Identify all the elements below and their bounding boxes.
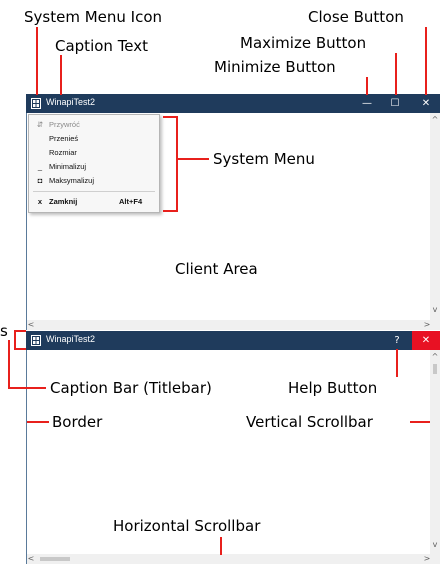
bottom-window-border: [26, 350, 27, 564]
menu-item-close[interactable]: x Zamknij Alt+F4: [29, 195, 159, 209]
caption-text: WinapiTest2: [46, 97, 96, 107]
scrollbar-thumb[interactable]: [433, 364, 437, 374]
label-maximize-button: Maximize Button: [240, 34, 367, 52]
leader-line-help-button: [396, 349, 398, 377]
leader-line-maximize-button: [395, 53, 397, 95]
restore-icon: ⇵: [36, 120, 44, 129]
menu-item-label: Przenieś: [49, 134, 79, 143]
menu-item-move[interactable]: Przenieś: [29, 132, 159, 146]
leader-line-close-button: [425, 27, 427, 95]
system-menu-icon[interactable]: [31, 98, 41, 109]
leader-line-border: [27, 421, 49, 423]
bottom-window: WinapiTest2 ? ✕ ^ v < >: [26, 331, 440, 564]
label-system-menu: System Menu: [213, 150, 315, 168]
scrollbar-thumb[interactable]: [40, 557, 70, 561]
bracket-caption-bottom: [14, 348, 26, 350]
menu-item-size[interactable]: Rozmiar: [29, 146, 159, 160]
bottom-vertical-scrollbar[interactable]: ^ v: [430, 350, 440, 554]
system-menu-icon[interactable]: [31, 335, 41, 346]
close-button[interactable]: ✕: [421, 98, 431, 109]
bracket-system-menu-bottom: [163, 210, 177, 212]
leader-line-minimize-button: [366, 77, 368, 95]
scroll-up-arrow-icon[interactable]: ^: [431, 115, 439, 124]
bottom-titlebar[interactable]: WinapiTest2 ? ✕: [26, 331, 440, 350]
leader-line-caption-bar-drop: [8, 340, 10, 388]
bracket-system-menu-side: [176, 116, 178, 212]
bracket-caption-top: [14, 330, 26, 332]
label-caption-text: Caption Text: [55, 37, 149, 55]
menu-item-label: Rozmiar: [49, 148, 77, 157]
close-icon: x: [37, 197, 43, 206]
label-vertical-scrollbar: Vertical Scrollbar: [246, 413, 373, 431]
menu-item-label: Przywróć: [49, 120, 80, 129]
top-titlebar[interactable]: WinapiTest2 — ☐ ✕: [26, 94, 440, 113]
top-window-border: [26, 113, 27, 330]
leader-line-system-menu-icon: [36, 27, 38, 95]
label-help-button: Help Button: [288, 379, 378, 397]
label-system-menu-icon: System Menu Icon: [24, 8, 163, 26]
top-horizontal-scrollbar[interactable]: < >: [26, 320, 440, 330]
system-menu: ⇵ Przywróć Przenieś Rozmiar _ Minimalizu…: [28, 114, 160, 213]
label-cut-off-letter: s: [0, 322, 8, 340]
scroll-left-arrow-icon[interactable]: <: [27, 554, 35, 563]
leader-line-caption-bar: [8, 387, 46, 389]
scroll-right-arrow-icon[interactable]: >: [423, 554, 431, 563]
label-client-area: Client Area: [175, 260, 258, 278]
bracket-caption-side: [14, 330, 16, 350]
scroll-down-arrow-icon[interactable]: v: [432, 540, 438, 549]
top-vertical-scrollbar[interactable]: ^ v: [430, 113, 440, 320]
minimize-button[interactable]: —: [362, 98, 372, 109]
close-button[interactable]: ✕: [412, 331, 440, 350]
minimize-icon: _: [37, 162, 43, 171]
caption-text: WinapiTest2: [46, 334, 96, 344]
bracket-system-menu-top: [163, 116, 177, 118]
leader-line-system-menu: [177, 158, 209, 160]
label-close-button: Close Button: [308, 8, 404, 26]
leader-line-caption-text: [60, 55, 62, 95]
label-minimize-button: Minimize Button: [214, 58, 336, 76]
help-button[interactable]: ?: [394, 335, 400, 346]
maximize-button[interactable]: ☐: [390, 98, 400, 109]
label-horizontal-scrollbar: Horizontal Scrollbar: [113, 517, 261, 535]
label-border: Border: [52, 413, 103, 431]
menu-item-label: Maksymalizuj: [49, 176, 95, 185]
leader-line-vertical-scrollbar: [410, 421, 430, 423]
leader-line-horizontal-scrollbar: [220, 537, 222, 555]
menu-item-maximize[interactable]: ◘ Maksymalizuj: [29, 174, 159, 188]
menu-item-shortcut: Alt+F4: [119, 197, 143, 206]
bottom-horizontal-scrollbar[interactable]: < >: [26, 554, 440, 564]
scroll-right-arrow-icon[interactable]: >: [423, 320, 431, 329]
label-caption-bar: Caption Bar (Titlebar): [50, 379, 212, 397]
scroll-up-arrow-icon[interactable]: ^: [431, 352, 439, 361]
menu-separator: [33, 191, 155, 192]
menu-item-label: Minimalizuj: [49, 162, 87, 171]
menu-item-restore[interactable]: ⇵ Przywróć: [29, 118, 159, 132]
menu-item-label: Zamknij: [49, 197, 78, 206]
scroll-down-arrow-icon[interactable]: v: [432, 305, 438, 314]
scroll-left-arrow-icon[interactable]: <: [27, 320, 35, 329]
maximize-icon: ◘: [37, 176, 43, 185]
menu-item-minimize[interactable]: _ Minimalizuj: [29, 160, 159, 174]
